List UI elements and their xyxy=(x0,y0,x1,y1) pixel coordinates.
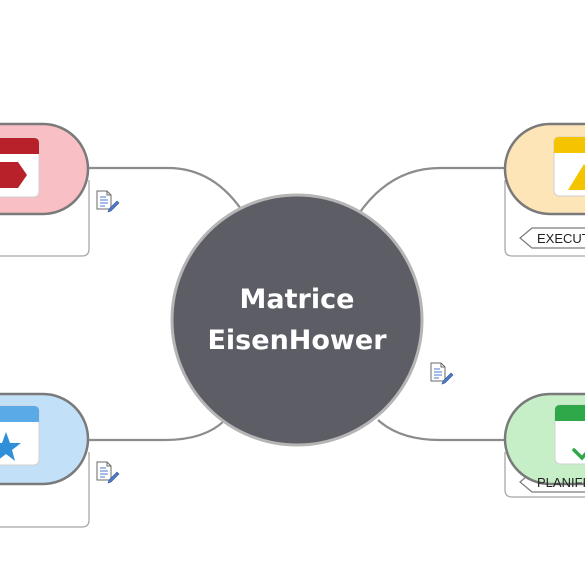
boundary-bottom-right xyxy=(504,452,585,498)
note-icon[interactable] xyxy=(96,190,120,213)
connector-top-right xyxy=(357,166,505,216)
note-icon[interactable] xyxy=(96,461,120,484)
red-calendar-arrow-icon xyxy=(0,137,40,198)
tag-executer-shape xyxy=(519,227,585,249)
connector-top-left xyxy=(86,166,246,216)
node-top-left[interactable] xyxy=(0,122,90,216)
node-top-right[interactable] xyxy=(503,122,585,216)
yellow-calendar-warning-icon xyxy=(553,136,585,197)
central-node[interactable] xyxy=(170,193,424,447)
boundary-bottom-left xyxy=(0,452,90,528)
node-bottom-left[interactable] xyxy=(0,392,90,486)
tag-executer-label[interactable]: EXECUTER xyxy=(537,231,585,246)
boundary-top-left xyxy=(0,180,90,257)
note-icon[interactable] xyxy=(430,362,454,385)
node-bottom-right[interactable] xyxy=(503,392,585,486)
blue-calendar-star-icon xyxy=(0,405,40,466)
connector-bottom-left xyxy=(86,419,226,442)
tag-planifier-label[interactable]: PLANIFIER xyxy=(537,475,585,490)
green-calendar-check-icon xyxy=(554,404,585,465)
boundary-top-right xyxy=(504,180,585,257)
connector-bottom-right xyxy=(377,419,505,442)
